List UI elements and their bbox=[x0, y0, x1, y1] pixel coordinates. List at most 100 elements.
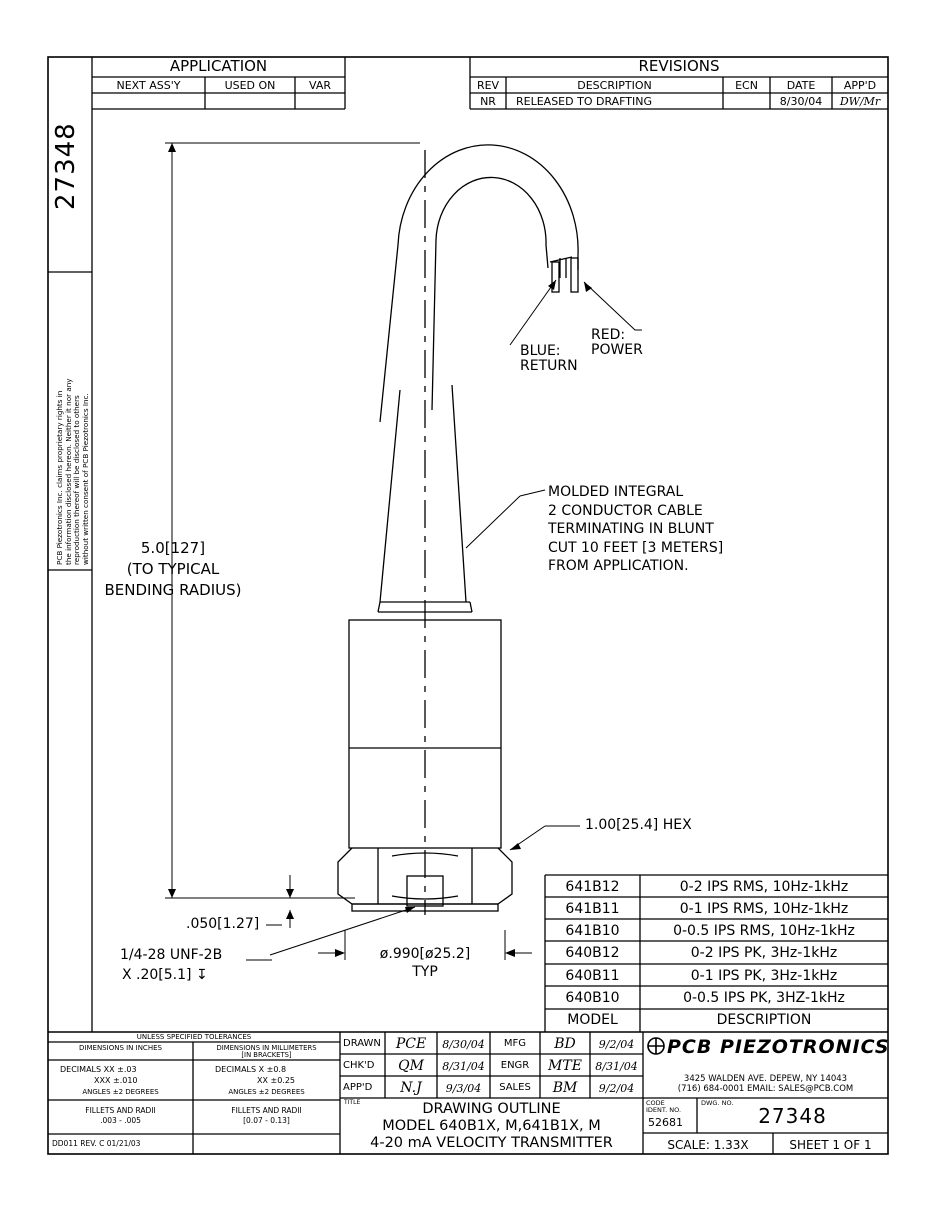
code-label-line: IDENT. NO. bbox=[646, 1106, 682, 1114]
cable-note-line: MOLDED INTEGRAL bbox=[548, 484, 684, 500]
sidebar-drawing-number: 27348 bbox=[51, 122, 81, 210]
company-logo: PCB PIEZOTRONICS bbox=[667, 1036, 890, 1058]
rev-header-description: DESCRIPTION bbox=[577, 79, 652, 92]
tol-mm-decimal-line: XX ±0.25 bbox=[257, 1076, 296, 1085]
tol-mm-fillets: FILLETS AND RADII [0.07 - 0.13] bbox=[193, 1106, 340, 1126]
hex-dimension-label: 1.00[25.4] HEX bbox=[585, 817, 692, 833]
signoff-date: 9/2/04 bbox=[598, 1082, 635, 1095]
tol-inches-header: DIMENSIONS IN INCHES bbox=[79, 1044, 162, 1052]
rev-header-ecn: ECN bbox=[735, 79, 758, 92]
signoff-initials: BM bbox=[552, 1080, 578, 1096]
signoff-role: DRAWN bbox=[343, 1038, 381, 1049]
tol-fillet-line: FILLETS AND RADII bbox=[85, 1106, 156, 1115]
tol-fillet-line: [0.07 - 0.13] bbox=[243, 1116, 290, 1125]
signoff-initials: QM bbox=[398, 1058, 424, 1074]
signoff-date: 9/3/04 bbox=[445, 1082, 482, 1095]
model-description: 0-0.5 IPS RMS, 10Hz-1kHz bbox=[673, 923, 855, 939]
model-description: 0-1 IPS PK, 3Hz-1kHz bbox=[690, 968, 838, 984]
tol-fillet-line: FILLETS AND RADII bbox=[231, 1106, 302, 1115]
tol-inches-decimal-line: DECIMALS XX ±.03 bbox=[60, 1065, 137, 1074]
signoff-initials: PCE bbox=[395, 1036, 427, 1052]
model-table bbox=[544, 874, 888, 1032]
tolerances-title: UNLESS SPECIFIED TOLERANCES bbox=[136, 1033, 252, 1041]
thread-dimension-label: 1/4-28 UNF-2B X .20[5.1] ↧ bbox=[120, 945, 222, 985]
signoff-role: ENGR bbox=[500, 1060, 530, 1071]
signoff-date: 9/2/04 bbox=[598, 1038, 635, 1051]
sheet-border bbox=[47, 56, 889, 1155]
tol-inches-decimal-line: XXX ±.010 bbox=[94, 1076, 138, 1085]
notice-line: without written consent of PCB Piezotron… bbox=[80, 393, 90, 565]
model-number: 641B12 bbox=[565, 879, 620, 895]
length-note-2: BENDING RADIUS) bbox=[104, 581, 242, 599]
cable-note-line: CUT 10 FEET [3 METERS] bbox=[548, 539, 724, 556]
tol-fillet-line: .003 - .005 bbox=[100, 1116, 141, 1125]
signoff-role: MFG bbox=[503, 1038, 527, 1049]
application-table bbox=[92, 57, 346, 110]
title-line: 4-20 mA VELOCITY TRANSMITTER bbox=[370, 1135, 613, 1151]
thread-spec: 1/4-28 UNF-2B bbox=[120, 947, 223, 963]
signoff-date: 8/31/04 bbox=[442, 1060, 485, 1073]
gap-dimension-label: .050[1.27] bbox=[186, 916, 260, 932]
tol-mm-decimals: DECIMALS X ±0.8 XX ±0.25 bbox=[215, 1064, 295, 1086]
rev-row-date: 8/30/04 bbox=[779, 95, 823, 108]
dwg-label: DWG. NO. bbox=[701, 1099, 734, 1107]
tol-mm-header: DIMENSIONS IN MILLIMETERS [IN BRACKETS] bbox=[193, 1045, 340, 1059]
diameter-note: TYP bbox=[412, 964, 438, 980]
pcb-logo-mark bbox=[647, 1037, 665, 1055]
application-title: APPLICATION bbox=[169, 57, 268, 75]
blue-wire-color: BLUE: bbox=[520, 343, 561, 359]
tol-mm-header-line: [IN BRACKETS] bbox=[241, 1051, 292, 1059]
transmitter-outline bbox=[337, 144, 579, 915]
title-line: DRAWING OUTLINE bbox=[422, 1101, 561, 1117]
tol-mm-angles: ANGLES ±2 DEGREES bbox=[228, 1088, 305, 1096]
signoff-date: 8/31/04 bbox=[595, 1060, 638, 1073]
diameter-dimension-label: ø.990[ø25.2] TYP bbox=[345, 945, 505, 981]
cable-note: MOLDED INTEGRAL 2 CONDUCTOR CABLE TERMIN… bbox=[548, 483, 723, 576]
model-number: 640B12 bbox=[565, 945, 620, 961]
model-description: 0-1 IPS RMS, 10Hz-1kHz bbox=[679, 901, 849, 917]
code-label-line: CODE bbox=[646, 1099, 665, 1107]
model-number: 640B11 bbox=[565, 968, 620, 984]
length-value: 5.0[127] bbox=[140, 539, 206, 557]
sheet-count: SHEET 1 OF 1 bbox=[789, 1138, 872, 1152]
application-header-next-assy: NEXT ASS'Y bbox=[116, 79, 181, 92]
model-number: 641B11 bbox=[565, 901, 620, 917]
rev-header-date: DATE bbox=[786, 79, 816, 92]
description-header: DESCRIPTION bbox=[716, 1012, 812, 1028]
signoff-date: 8/30/04 bbox=[442, 1038, 485, 1051]
signoff-role: SALES bbox=[499, 1082, 531, 1093]
tol-inches-fillets: FILLETS AND RADII .003 - .005 bbox=[48, 1106, 193, 1126]
dwg-number: 27348 bbox=[758, 1104, 827, 1128]
cable-note-line: 2 CONDUCTOR CABLE bbox=[548, 502, 703, 519]
address-line: (716) 684-0001 EMAIL: SALES@PCB.COM bbox=[677, 1084, 854, 1094]
model-number: 640B10 bbox=[565, 990, 620, 1006]
revisions-table bbox=[469, 57, 888, 110]
rev-row-rev: NR bbox=[480, 95, 496, 108]
length-note-1: (TO TYPICAL bbox=[126, 560, 220, 578]
title-block bbox=[48, 1031, 888, 1154]
tol-inches-angles: ANGLES ±2 DEGREES bbox=[82, 1088, 159, 1096]
drawing-title: DRAWING OUTLINE MODEL 640B1X, M,641B1X, … bbox=[340, 1101, 643, 1152]
model-description: 0-0.5 IPS PK, 3HZ-1kHz bbox=[683, 990, 845, 1006]
address-line: 3425 WALDEN AVE. DEPEW, NY 14043 bbox=[683, 1074, 848, 1084]
rev-row-appd: DW/Mr bbox=[839, 95, 881, 108]
application-header-var: VAR bbox=[309, 79, 331, 92]
revisions-title: REVISIONS bbox=[638, 57, 720, 75]
signoff-initials: MTE bbox=[548, 1058, 582, 1074]
signoff-initials: N.J bbox=[400, 1080, 422, 1096]
tol-mm-header-line: DIMENSIONS IN MILLIMETERS bbox=[216, 1044, 317, 1052]
model-description: 0-2 IPS RMS, 10Hz-1kHz bbox=[679, 879, 849, 895]
cable-note-line: TERMINATING IN BLUNT bbox=[548, 521, 714, 537]
title-line: MODEL 640B1X, M,641B1X, M bbox=[382, 1118, 601, 1134]
dimension-lines bbox=[165, 142, 642, 961]
title-label: TITLE bbox=[344, 1099, 361, 1106]
model-description: 0-2 IPS PK, 3Hz-1kHz bbox=[690, 945, 838, 961]
rev-header-appd: APP'D bbox=[843, 79, 877, 92]
model-header: MODEL bbox=[567, 1012, 618, 1028]
code-value: 52681 bbox=[648, 1116, 683, 1129]
model-number: 641B10 bbox=[565, 923, 620, 939]
tol-mm-decimal-line: DECIMALS X ±0.8 bbox=[215, 1065, 287, 1074]
cable-note-line: FROM APPLICATION. bbox=[548, 558, 689, 574]
signoff-role: APP'D bbox=[343, 1082, 373, 1093]
